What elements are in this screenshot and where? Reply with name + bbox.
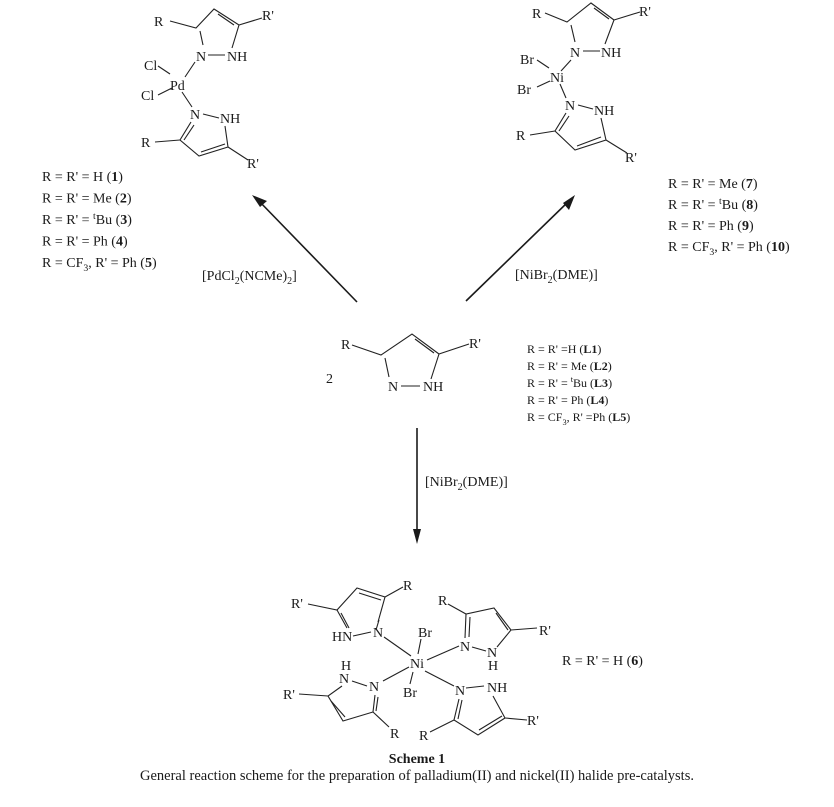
substituent-r: R [141, 136, 151, 151]
atom-nh: NH [227, 50, 247, 65]
variant-label: R = R' = Me (7) [668, 177, 758, 192]
atom-nh: NH [220, 112, 240, 127]
variant-label: R = R' =H (L1) [527, 342, 601, 356]
atom-br-bottom: Br [403, 686, 417, 701]
variant-label: R = R' = Ph (L4) [527, 393, 608, 407]
ni-complex-variant-list: R = R' = Me (7) R = R' = tBu (8) R = R' = … [668, 177, 790, 258]
variant-label: R = R' = Me (2) [42, 192, 132, 207]
variant-label: R = CF3, R' =Ph (L5) [527, 410, 630, 427]
atom-n: N [373, 626, 383, 641]
substituent-r: R [438, 594, 448, 609]
atom-ni: Ni [410, 657, 424, 672]
pyrazole-ligand-structure: 2 R R' N NH [326, 333, 481, 395]
substituent-r: R [532, 7, 542, 22]
octahedral-ni-complex-structure: R' R HN N R R' N N H Br Ni [283, 579, 551, 744]
atom-n: N [460, 640, 470, 655]
atom-n: N [565, 99, 575, 114]
atom-n: N [190, 108, 200, 123]
ni-complex-structure: R R' N NH Br Br Ni N NH R R' [516, 2, 651, 166]
atom-cl-2: Cl [141, 89, 154, 104]
substituent-r: R [154, 15, 164, 30]
variant-label: R = R' = tBu (3) [42, 211, 132, 228]
atom-pd: Pd [170, 79, 185, 94]
atom-n: N [388, 380, 398, 395]
ni-upper-pyrazole: R R' N NH [532, 2, 651, 61]
substituent-r: R [390, 727, 400, 742]
variant-label: R = CF3, R' = Ph (10) [668, 240, 790, 258]
variant-label: R = R' = H (1) [42, 170, 123, 185]
atom-br-2: Br [517, 83, 531, 98]
substituent-r-prime: R' [262, 9, 274, 24]
atom-n: N [369, 680, 379, 695]
atom-ni: Ni [550, 71, 564, 86]
variant-label: R = R' = H (6) [562, 654, 643, 669]
substituent-r: R [419, 729, 429, 744]
atom-h: H [488, 659, 498, 674]
substituent-r-prime: R' [639, 5, 651, 20]
reagent-ni-lower: [NiBr2(DME)] [425, 475, 508, 493]
substituent-r-prime: R' [539, 624, 551, 639]
atom-cl-1: Cl [144, 59, 157, 74]
atom-br-top: Br [418, 626, 432, 641]
atom-n: N [196, 50, 206, 65]
atom-n: N [339, 672, 349, 687]
arrow-to-pd-complex [252, 195, 358, 303]
atom-n: N [570, 46, 580, 61]
pd-upper-pyrazole: R R' N NH [154, 8, 274, 65]
pyrazole-upper-left: R' R HN N [291, 579, 413, 645]
ligand-variant-list: R = R' =H (L1) R = R' = Me (L2) R = R' = t… [527, 342, 630, 427]
ligand-stoichiometry: 2 [326, 372, 333, 387]
substituent-r: R [516, 129, 526, 144]
atom-hn: HN [332, 630, 352, 645]
variant-label: R = R' = tBu (L3) [527, 375, 612, 390]
substituent-r: R [341, 338, 351, 353]
pd-complex-variant-list: R = R' = H (1) R = R' = Me (2) R = R' = tB… [42, 170, 157, 274]
variant-label: R = CF3, R' = Ph (5) [42, 256, 157, 274]
substituent-r-prime: R' [247, 157, 259, 172]
arrow-to-ni-complex [465, 195, 575, 302]
scheme-title: Scheme 1 [388, 752, 446, 767]
atom-h: H [341, 659, 351, 674]
substituent-r: R [403, 579, 413, 594]
atom-n: N [455, 684, 465, 699]
variant-label: R = R' = Ph (9) [668, 219, 754, 234]
reagent-ni-upper: [NiBr2(DME)] [515, 268, 598, 286]
atom-nh: NH [423, 380, 443, 395]
atom-br-1: Br [520, 53, 534, 68]
substituent-r-prime: R' [527, 714, 539, 729]
atom-nh: NH [487, 681, 507, 696]
octahedral-variant-label: R = R' = H (6) [562, 654, 643, 669]
atom-nh: NH [601, 46, 621, 61]
atom-n: N [487, 646, 497, 661]
scheme-caption: General reaction scheme for the preparat… [140, 768, 694, 784]
pd-complex-structure: R R' N NH Cl Cl Pd N NH R R' [141, 8, 274, 172]
pyrazole-upper-right: R R' N N H [438, 594, 551, 674]
variant-label: R = R' = Me (L2) [527, 359, 612, 373]
substituent-r-prime: R' [283, 688, 295, 703]
variant-label: R = R' = tBu (8) [668, 196, 758, 213]
pd-lower-pyrazole: N NH R R' [141, 108, 259, 172]
reagent-pd: [PdCl2(NCMe)2] [202, 269, 297, 287]
variant-label: R = R' = Ph (4) [42, 235, 128, 250]
atom-nh: NH [594, 104, 614, 119]
substituent-r-prime: R' [469, 337, 481, 352]
arrow-to-octahedral-complex [413, 428, 421, 544]
pyrazole-lower-right: N NH R R' [419, 681, 539, 744]
pyrazole-lower-left: H N N R' R [283, 659, 400, 742]
substituent-r-prime: R' [625, 151, 637, 166]
ni-lower-pyrazole: N NH R R' [516, 99, 637, 166]
substituent-r-prime: R' [291, 597, 303, 612]
